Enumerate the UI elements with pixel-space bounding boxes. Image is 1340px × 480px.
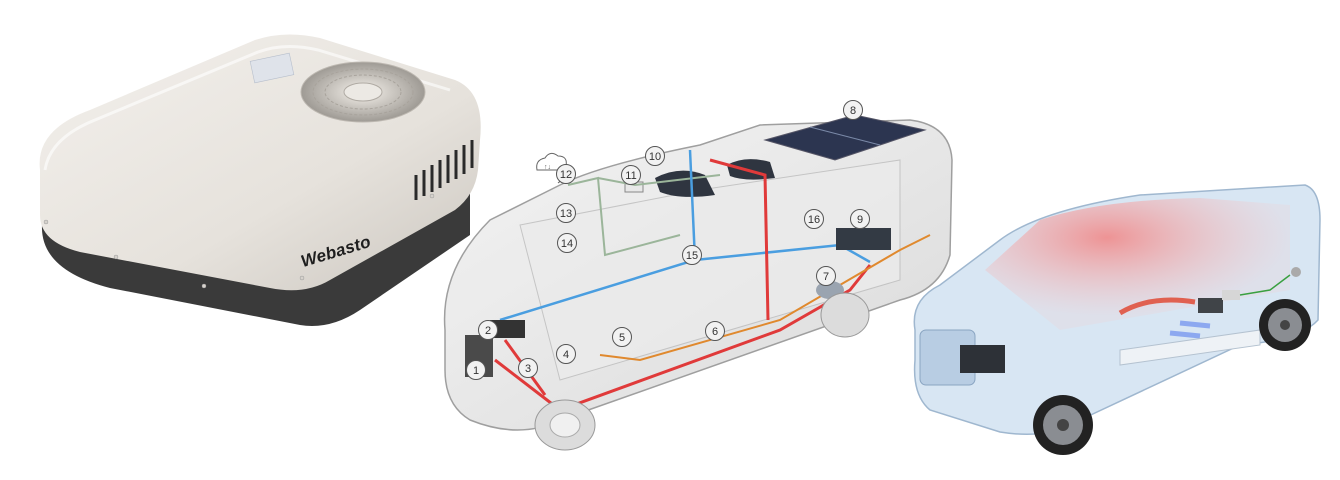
ac-unit-illustration: Webasto bbox=[0, 20, 490, 330]
callout-7: 7 bbox=[816, 266, 836, 286]
motorhome-graphic: ↑↓ bbox=[443, 114, 953, 451]
callout-3: 3 bbox=[518, 358, 538, 378]
svg-text:↑↓: ↑↓ bbox=[544, 164, 551, 171]
ac-unit-graphic bbox=[39, 34, 481, 326]
callout-16: 16 bbox=[804, 209, 824, 229]
callout-5: 5 bbox=[612, 327, 632, 347]
electric-van-illustration bbox=[900, 170, 1340, 470]
callout-1: 1 bbox=[466, 360, 486, 380]
callout-13: 13 bbox=[556, 203, 576, 223]
callout-4: 4 bbox=[556, 344, 576, 364]
callout-6: 6 bbox=[705, 321, 725, 341]
callout-11: 11 bbox=[621, 165, 641, 185]
callout-10: 10 bbox=[645, 146, 665, 166]
callout-12: 12 bbox=[556, 164, 576, 184]
callout-2: 2 bbox=[478, 320, 498, 340]
callout-14: 14 bbox=[557, 233, 577, 253]
callout-9: 9 bbox=[850, 209, 870, 229]
callout-8: 8 bbox=[843, 100, 863, 120]
callout-15: 15 bbox=[682, 245, 702, 265]
electric-van-graphic bbox=[913, 184, 1321, 455]
